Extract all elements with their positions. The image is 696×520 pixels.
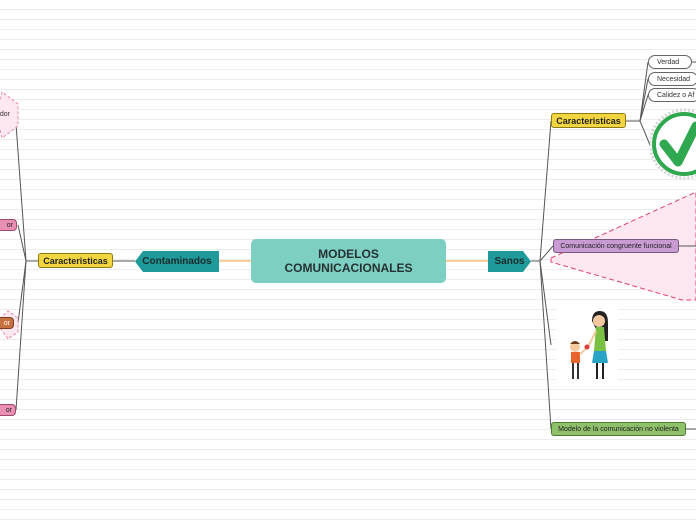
- right-characteristics-topic[interactable]: Caracteristicas: [551, 113, 626, 128]
- central-title-line1: MODELOS: [318, 247, 379, 261]
- green-checkmark-icon: [650, 108, 696, 180]
- left-characteristics-topic[interactable]: Caracteristicas: [38, 253, 113, 268]
- left-subtopic-4[interactable]: or: [0, 404, 16, 416]
- sanos-topic[interactable]: Sanos: [494, 256, 525, 267]
- left-subtopic-1[interactable]: dor: [0, 110, 10, 118]
- congruent-communication-topic[interactable]: Comunicación congruente funcional: [553, 239, 679, 253]
- characteristic-verdad[interactable]: Verdad: [648, 55, 692, 69]
- characteristic-calidez[interactable]: Calidez o Af: [648, 88, 696, 102]
- contaminados-topic[interactable]: Contaminados: [142, 256, 212, 267]
- nonviolent-communication-topic[interactable]: Modelo de la comunicación no violenta: [551, 422, 686, 436]
- central-topic[interactable]: MODELOS COMUNICACIONALES: [251, 239, 446, 283]
- sanos-tag-shape: [488, 251, 531, 272]
- characteristic-necesidad[interactable]: Necesidad: [648, 72, 696, 86]
- central-title-line2: COMUNICACIONALES: [284, 261, 413, 275]
- left-subtopic-3[interactable]: or: [0, 317, 14, 329]
- left-subtopic-2[interactable]: or: [0, 219, 17, 231]
- contaminados-tag-shape: [135, 251, 219, 272]
- woman-and-child-illustration: [556, 307, 618, 383]
